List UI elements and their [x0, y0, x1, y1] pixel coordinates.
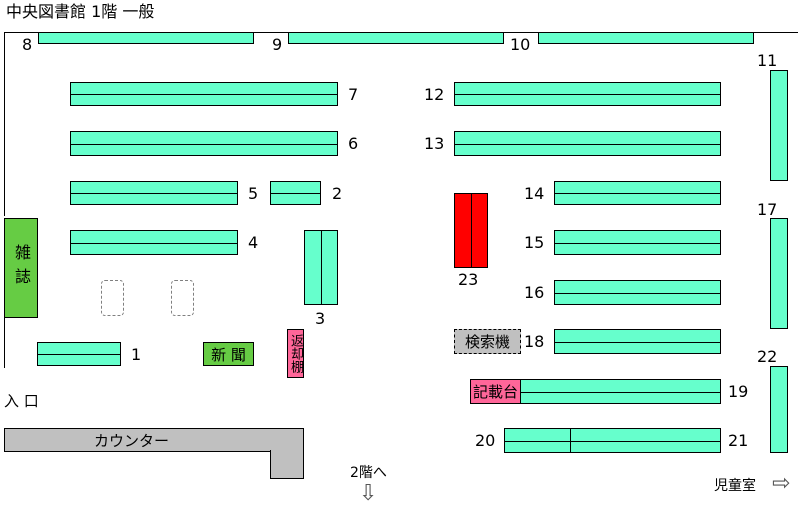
shelf-number-2: 2: [332, 184, 343, 203]
return-shelf-label: 返却棚: [288, 334, 303, 373]
reading-seat-left: [101, 280, 124, 316]
shelf-1[interactable]: [37, 342, 121, 366]
shelf-10[interactable]: [538, 32, 754, 44]
wall-left-lower: [4, 318, 5, 368]
shelf-number-22: 22: [757, 347, 778, 366]
shelf-15[interactable]: [554, 230, 721, 255]
magazine-label: 雑誌: [12, 244, 31, 292]
shelf-9[interactable]: [288, 32, 504, 44]
shelf-3[interactable]: [304, 230, 338, 305]
shelf-7[interactable]: [70, 82, 338, 106]
shelf-14[interactable]: [554, 181, 721, 205]
shelf-23-divider: [470, 194, 472, 267]
shelf-number-9: 9: [272, 35, 283, 54]
reading-seat-right: [171, 280, 194, 316]
shelf-18[interactable]: [554, 329, 721, 354]
writing-desk[interactable]: 記載台: [470, 379, 521, 404]
shelf-number-7: 7: [348, 85, 359, 104]
second-floor-label: 2階へ: [350, 465, 387, 481]
shelf-number-14: 14: [524, 184, 545, 203]
shelf-16[interactable]: [554, 280, 721, 305]
down-arrow-icon[interactable]: ⇩: [359, 481, 378, 506]
shelf-17[interactable]: [770, 218, 788, 329]
search-terminal-label: 検索機: [464, 333, 510, 351]
shelf-23[interactable]: [454, 193, 488, 268]
shelf-number-19: 19: [728, 382, 749, 401]
return-shelf[interactable]: 返却棚: [287, 329, 304, 378]
shelf-number-10: 10: [510, 35, 531, 54]
writing-desk-label: 記載台: [472, 383, 518, 401]
shelf-number-6: 6: [348, 134, 359, 153]
shelf-13[interactable]: [454, 131, 721, 156]
shelf-number-16: 16: [524, 283, 545, 302]
shelf-22[interactable]: [770, 366, 788, 453]
shelf-12[interactable]: [454, 82, 721, 106]
shelf-6[interactable]: [70, 131, 338, 156]
shelf-number-15: 15: [524, 233, 545, 252]
shelf-8[interactable]: [38, 32, 254, 44]
shelf-4[interactable]: [70, 230, 238, 255]
shelf-number-23: 23: [458, 270, 479, 289]
shelf-number-5: 5: [248, 184, 259, 203]
shelf-number-17: 17: [757, 200, 778, 219]
shelf-number-4: 4: [248, 233, 259, 252]
shelf-number-11: 11: [757, 51, 778, 70]
shelf-number-3: 3: [315, 309, 326, 328]
search-terminal[interactable]: 検索機: [454, 329, 521, 354]
entrance-label: 入 口: [4, 392, 39, 410]
shelf-5[interactable]: [70, 181, 238, 205]
counter[interactable]: カウンター: [4, 428, 304, 452]
shelf-number-8: 8: [22, 35, 33, 54]
shelf-number-20: 20: [475, 431, 496, 450]
shelf-21[interactable]: [570, 428, 721, 453]
shelf-19[interactable]: [520, 379, 721, 404]
shelf-number-1: 1: [131, 345, 142, 364]
children-room-label: 児童室: [714, 478, 756, 494]
shelf-20[interactable]: [504, 428, 571, 453]
right-arrow-icon[interactable]: ⇨: [772, 471, 791, 496]
counter-label: カウンター: [93, 431, 169, 450]
magazine-rack[interactable]: 雑誌: [4, 218, 38, 318]
counter-leg: [270, 450, 304, 479]
newspaper-label: 新 聞: [211, 345, 246, 364]
wall-left-upper: [4, 32, 5, 216]
newspaper-rack[interactable]: 新 聞: [203, 342, 254, 366]
shelf-number-13: 13: [424, 134, 445, 153]
shelf-11[interactable]: [770, 70, 788, 181]
shelf-number-18: 18: [524, 332, 545, 351]
shelf-number-12: 12: [424, 85, 445, 104]
shelf-number-21: 21: [728, 431, 749, 450]
shelf-2[interactable]: [270, 181, 321, 205]
map-title: 中央図書館 1階 一般: [6, 2, 155, 21]
